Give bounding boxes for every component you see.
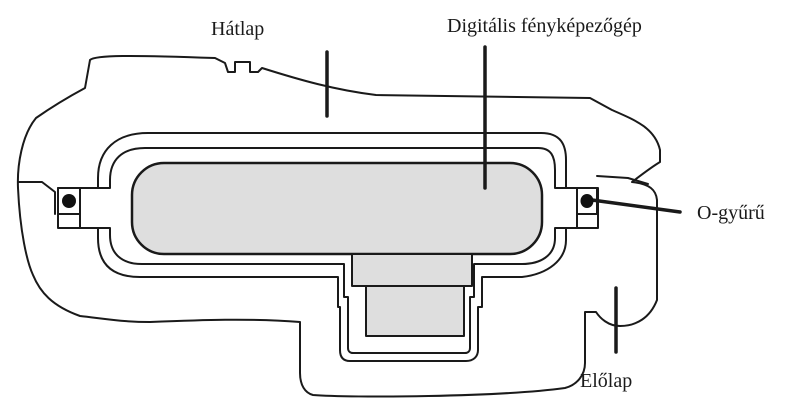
- back-cover-label: Hátlap: [211, 18, 265, 40]
- housing-left-seam: [17, 181, 56, 215]
- housing-outer-shell: [16, 54, 661, 398]
- housing-right-seam: [596, 175, 649, 185]
- camera-label: Digitális fényképezőgép: [447, 15, 642, 37]
- right-o-ring: [580, 194, 594, 208]
- lens-mount: [351, 253, 473, 287]
- left-o-ring: [62, 194, 76, 208]
- front-cover-label: Előlap: [580, 370, 633, 392]
- o-ring-leader: [590, 198, 682, 214]
- lens-barrel: [365, 285, 465, 337]
- camera-body: [130, 161, 544, 256]
- o-ring-label: O-gyűrű: [697, 202, 765, 224]
